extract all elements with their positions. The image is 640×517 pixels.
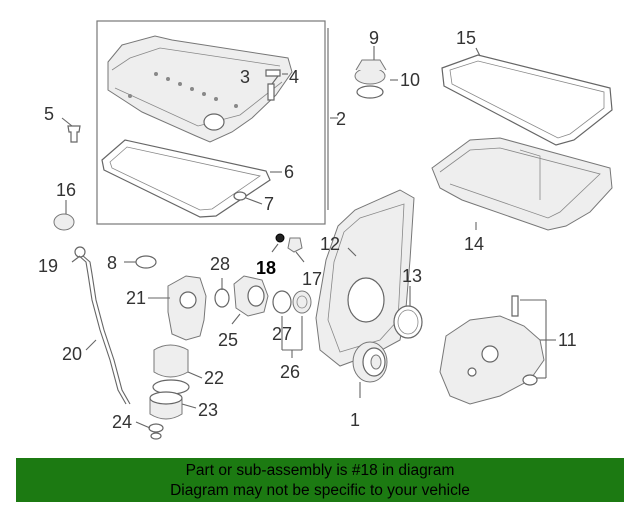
callout-18: 18 (256, 258, 276, 278)
rear-cover-part (439, 295, 545, 405)
callout-28: 28 (210, 254, 230, 274)
callout-15: 15 (456, 28, 476, 48)
callout-20: 20 (62, 344, 82, 364)
plug-16-part (53, 213, 75, 231)
callout-8: 8 (107, 253, 117, 273)
callout-13: 13 (402, 266, 422, 286)
stud-part (265, 69, 281, 77)
oil-filter-element-part (152, 344, 190, 395)
callout-25: 25 (218, 330, 238, 350)
crank-pulley-part (352, 341, 388, 383)
thermostat-part (292, 290, 312, 314)
info-banner: Part or sub-assembly is #18 in diagram D… (16, 458, 624, 502)
grommet-part (233, 191, 247, 201)
callout-17: 17 (302, 269, 322, 289)
callout-24: 24 (112, 412, 132, 432)
callout-14: 14 (464, 234, 484, 254)
dipstick-part (74, 246, 131, 405)
callout-labels: 1 2 3 4 5 6 7 8 9 10 11 12 13 14 15 16 1… (38, 28, 577, 432)
callout-21: 21 (126, 288, 146, 308)
valve-cover-gasket-part (101, 139, 271, 218)
gasket-27-part (272, 290, 292, 314)
part-18-highlight (275, 233, 285, 243)
callout-9: 9 (369, 28, 379, 48)
bolt-part (267, 83, 275, 101)
callout-7: 7 (264, 194, 274, 214)
callout-12: 12 (320, 234, 340, 254)
callout-3: 3 (240, 67, 250, 87)
sensor-17-part (287, 237, 303, 253)
leader-lines (61, 28, 556, 429)
drain-plug-part (148, 423, 164, 440)
callout-19: 19 (38, 256, 58, 276)
callout-16: 16 (56, 180, 76, 200)
oil-filter-housing-part (167, 275, 207, 341)
callout-1: 1 (350, 410, 360, 430)
callout-10: 10 (400, 70, 420, 90)
callout-23: 23 (198, 400, 218, 420)
callout-2: 2 (336, 109, 346, 129)
callout-26: 26 (280, 362, 300, 382)
callout-5: 5 (44, 104, 54, 124)
oil-pan-gasket-part (441, 54, 613, 146)
valve-cover-part (107, 35, 293, 143)
callout-22: 22 (204, 368, 224, 388)
bolt-5-part (67, 125, 81, 143)
oil-filler-cap-part (354, 59, 387, 99)
callout-6: 6 (284, 162, 294, 182)
banner-line-2: Diagram may not be specific to your vehi… (170, 482, 470, 499)
timing-cover-part (315, 189, 415, 367)
thermostat-housing-part (233, 275, 269, 317)
o-ring-28-part (214, 288, 230, 308)
oil-pan-part (431, 137, 613, 231)
callout-4: 4 (289, 67, 299, 87)
valve-cover-group-box (96, 20, 326, 225)
callout-11: 11 (558, 330, 577, 350)
banner-line-1: Part or sub-assembly is #18 in diagram (185, 462, 455, 479)
filter-cap-part (149, 391, 183, 420)
callout-27: 27 (272, 324, 292, 344)
grommet-8-part (135, 255, 157, 269)
